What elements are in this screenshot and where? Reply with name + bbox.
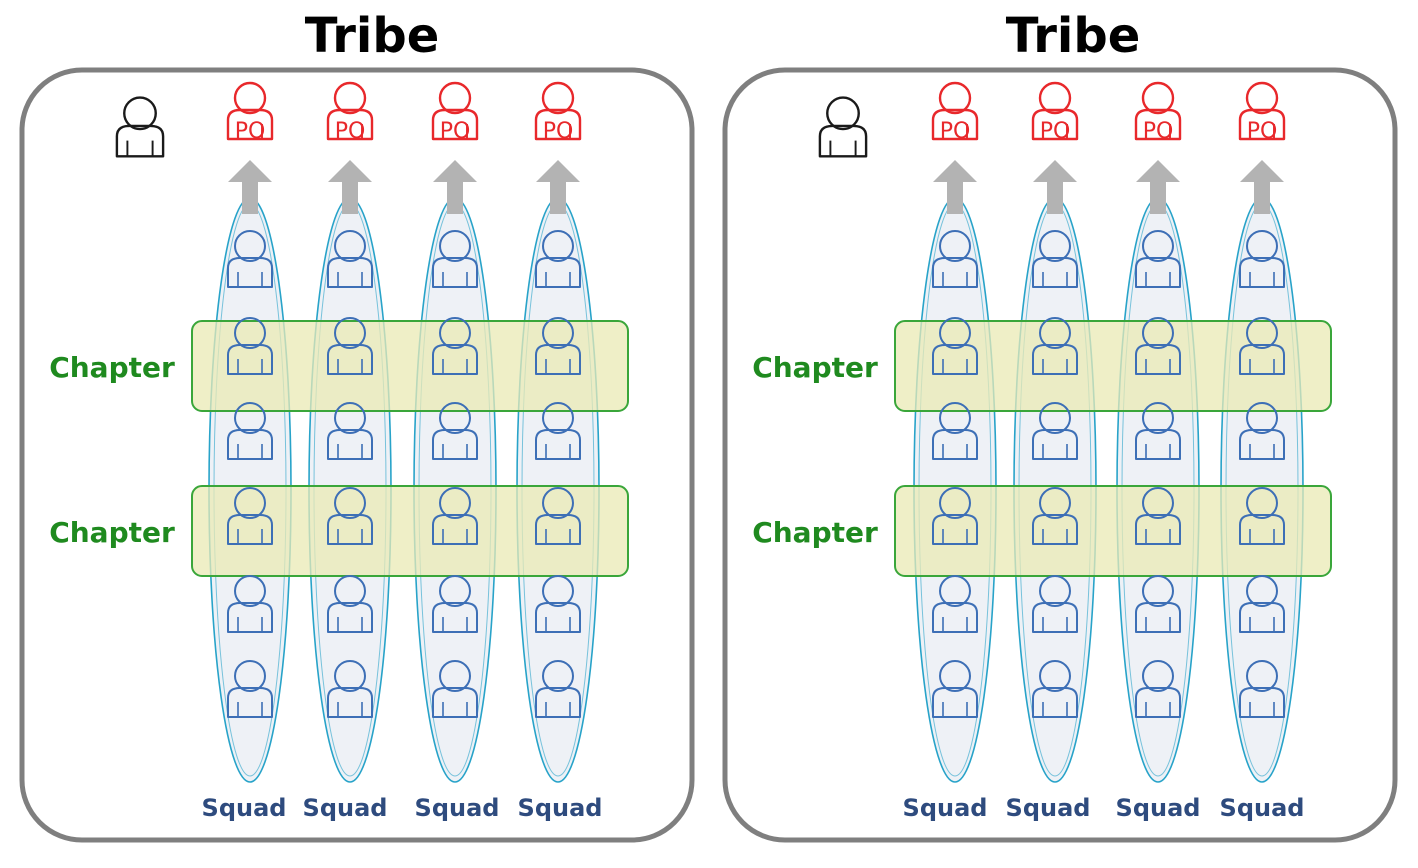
squad-member-icon [1239,402,1285,460]
squad-label: Squad [1220,794,1305,822]
chapter-band [894,485,1332,577]
squad-member-icon [227,575,273,633]
tribe-title: Tribe [305,8,440,64]
squad-member-icon [432,402,478,460]
squad-member-icon [932,402,978,460]
product-owner-icon: PO [431,81,479,144]
arrow-up-icon [328,160,372,214]
squad-label: Squad [303,794,388,822]
po-label: PO [440,119,471,144]
po-label: PO [1247,119,1278,144]
po-label: PO [940,119,971,144]
squad-member-icon [1135,230,1181,288]
squad-member-icon [227,660,273,718]
squad-member-icon [1135,317,1181,375]
squad-member-icon [932,660,978,718]
squad-member-icon [535,317,581,375]
squad-member-icon [1239,230,1285,288]
squad-member-icon [227,487,273,545]
squad-label: Squad [1006,794,1091,822]
squad-label: Squad [518,794,603,822]
tribe-panel-border [19,67,695,843]
po-label: PO [1143,119,1174,144]
tribe-panel-1: TribeChapterChapterPOSquadPOSquadPOSquad… [19,8,695,843]
squad-member-icon [932,317,978,375]
squad-member-icon [432,575,478,633]
squad-label: Squad [202,794,287,822]
squad-member-icon [432,317,478,375]
squad-member-icon [327,230,373,288]
squad-member-icon [535,230,581,288]
squad-member-icon [327,575,373,633]
po-label: PO [1040,119,1071,144]
squad-member-icon [1032,317,1078,375]
tribe-panel-border [722,67,1398,843]
squad-member-icon [432,487,478,545]
po-label: PO [335,119,366,144]
product-owner-icon: PO [1238,81,1286,144]
chapter-label: Chapter [49,351,175,384]
chapter-label: Chapter [49,516,175,549]
squad-member-icon [1239,660,1285,718]
squad-label: Squad [903,794,988,822]
product-owner-icon: PO [226,81,274,144]
squad-member-icon [535,402,581,460]
squad-member-icon [327,402,373,460]
product-owner-icon: PO [931,81,979,144]
squad-member-icon [1032,487,1078,545]
product-owner-icon: PO [1031,81,1079,144]
product-owner-icon: PO [326,81,374,144]
chapter-band [894,320,1332,412]
tribe-lead-icon [115,96,165,158]
squad-member-icon [932,575,978,633]
squad-member-icon [1135,487,1181,545]
squad-member-icon [1239,317,1285,375]
squad-member-icon [1135,575,1181,633]
chapter-label: Chapter [752,516,878,549]
squad-member-icon [227,402,273,460]
chapter-band [191,485,629,577]
squad-member-icon [227,317,273,375]
arrow-up-icon [1033,160,1077,214]
tribe-title: Tribe [1006,8,1141,64]
squad-member-icon [1135,660,1181,718]
arrow-up-icon [1136,160,1180,214]
product-owner-icon: PO [534,81,582,144]
squad-member-icon [1032,230,1078,288]
tribe-panel-2: TribeChapterChapterPOSquadPOSquadPOSquad… [722,8,1398,843]
tribe-lead-icon [818,96,868,158]
arrow-up-icon [933,160,977,214]
po-label: PO [543,119,574,144]
chapter-band [191,320,629,412]
squad-member-icon [1239,575,1285,633]
arrow-up-icon [433,160,477,214]
squad-member-icon [535,487,581,545]
squad-member-icon [327,487,373,545]
squad-member-icon [1032,575,1078,633]
squad-member-icon [227,230,273,288]
chapter-label: Chapter [752,351,878,384]
arrow-up-icon [228,160,272,214]
squad-member-icon [1032,402,1078,460]
squad-member-icon [535,660,581,718]
squad-member-icon [1135,402,1181,460]
arrow-up-icon [1240,160,1284,214]
squad-member-icon [535,575,581,633]
squad-member-icon [1032,660,1078,718]
po-label: PO [235,119,266,144]
squad-member-icon [1239,487,1285,545]
squad-member-icon [432,660,478,718]
squad-member-icon [932,487,978,545]
squad-member-icon [327,317,373,375]
arrow-up-icon [536,160,580,214]
squad-member-icon [327,660,373,718]
squad-member-icon [932,230,978,288]
squad-label: Squad [415,794,500,822]
product-owner-icon: PO [1134,81,1182,144]
squad-member-icon [432,230,478,288]
squad-label: Squad [1116,794,1201,822]
